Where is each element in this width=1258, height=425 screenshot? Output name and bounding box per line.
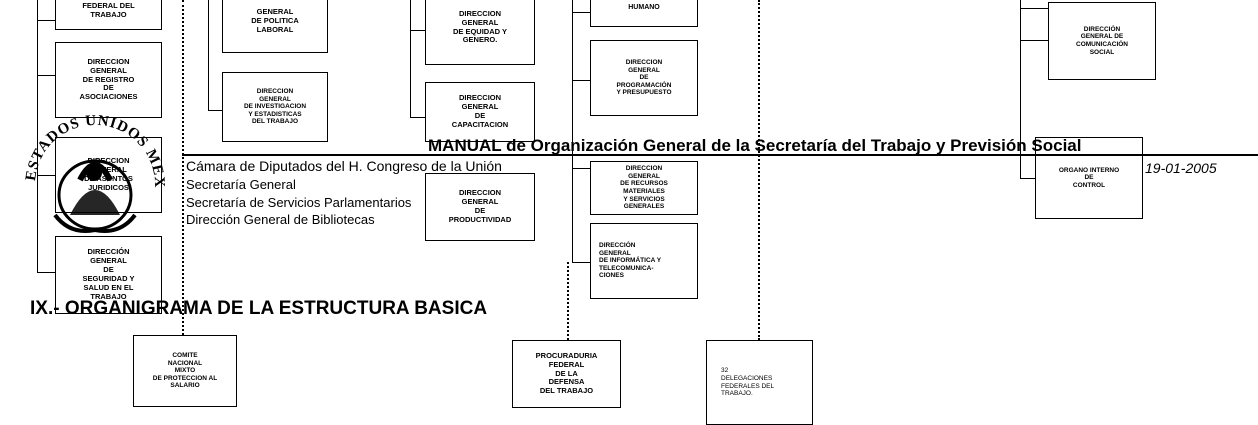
connector-line (208, 0, 209, 110)
connector-line (410, 30, 426, 31)
connector-line (1020, 0, 1021, 178)
dotted-connector (758, 0, 760, 340)
connector-line (410, 0, 411, 117)
header-line: Secretaría de Servicios Parlamentarios (186, 195, 412, 210)
dotted-connector (182, 0, 184, 335)
org-box: DIRECCION GENERAL DE RECURSOS MATERIALES… (590, 161, 698, 215)
connector-line (572, 0, 573, 262)
org-box: ORGANO INTERNO DE CONTROL (1035, 137, 1143, 219)
header-institution: Cámara de Diputados del H. Congreso de l… (186, 158, 502, 174)
seal-emblem-icon: ESTADOS UNIDOS MEXICANOS (10, 95, 166, 233)
connector-line (37, 272, 55, 273)
connector-line (37, 175, 55, 176)
org-box: DIRECCION GENERAL DE PROGRAMACIÓN Y PRES… (590, 40, 698, 116)
org-box: DIRECCION GENERAL DE CAPACITACION (425, 82, 535, 142)
org-box: DIRECCIÓN GENERAL DE INFORMÁTICA Y TELEC… (590, 223, 698, 299)
org-box: FEDERAL DEL TRABAJO (55, 0, 162, 30)
connector-line (208, 110, 223, 111)
org-box: 32 DELEGACIONES FEDERALES DEL TRABAJO. (706, 340, 813, 425)
org-box: DIRECCION GENERAL DE INVESTIGACION Y EST… (222, 72, 328, 142)
header-date: 19-01-2005 (1145, 160, 1217, 176)
org-box: HUMANO (590, 0, 698, 27)
org-box: GENERAL DE POLITICA LABORAL (222, 0, 328, 53)
connector-line (37, 75, 55, 76)
connector-line (1020, 178, 1035, 179)
section-title: IX.- ORGANIGRAMA DE LA ESTRUCTURA BASICA (30, 298, 488, 319)
header-line: Secretaría General (186, 177, 296, 192)
org-box: DIRECCION GENERAL DE PRODUCTIVIDAD (425, 173, 535, 241)
connector-line (572, 12, 590, 13)
connector-line (572, 262, 590, 263)
org-box: DIRECCION GENERAL DE EQUIDAD Y GENERO. (425, 0, 535, 65)
connector-line (572, 168, 590, 169)
connector-line (410, 117, 426, 118)
connector-line (1020, 8, 1048, 9)
connector-line (37, 0, 38, 272)
org-box: DIRECCION GENERAL DE REGISTRO DE ASOCIAC… (55, 42, 162, 118)
header-rule (182, 154, 1258, 156)
connector-line (1020, 40, 1048, 41)
org-box: COMITE NACIONAL MIXTO DE PROTECCION AL S… (133, 335, 237, 407)
connector-line (572, 80, 590, 81)
header-line: Dirección General de Bibliotecas (186, 212, 375, 227)
dotted-connector (567, 262, 569, 340)
connector-line (37, 20, 55, 21)
org-box: DIRECCIÓN GENERAL DE SEGURIDAD Y SALUD E… (55, 236, 162, 314)
org-box: DIRECCIÓN GENERAL DE COMUNICACIÓN SOCIAL (1048, 2, 1156, 80)
document-title: MANUAL de Organización General de la Sec… (428, 136, 1082, 155)
org-box: PROCURADURIA FEDERAL DE LA DEFENSA DEL T… (512, 340, 621, 408)
